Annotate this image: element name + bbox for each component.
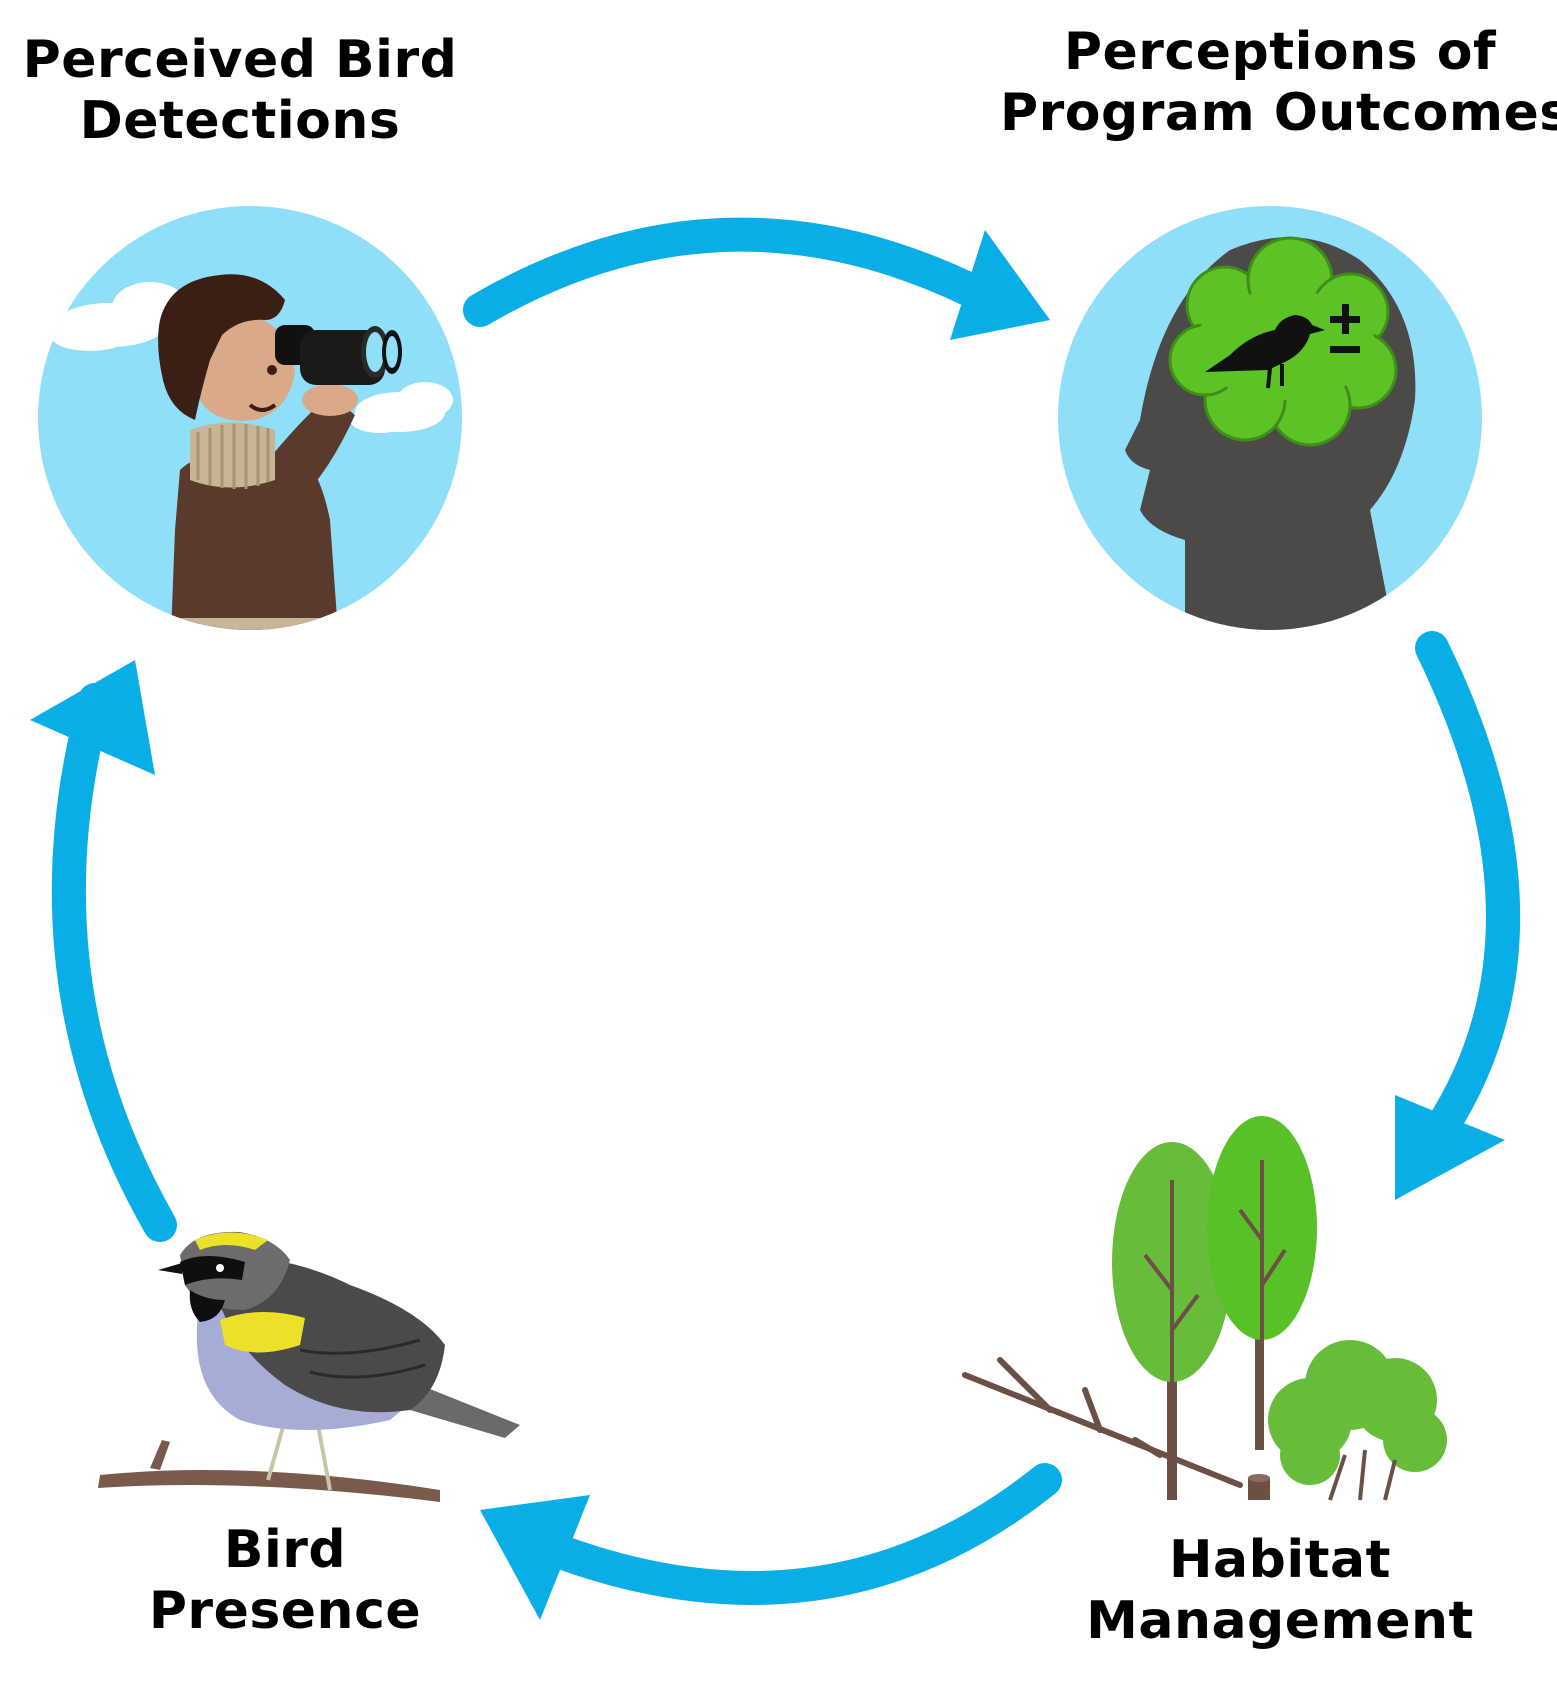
label-line: Presence bbox=[148, 1581, 422, 1642]
binoculars-person-icon bbox=[38, 206, 462, 630]
label-line: Management bbox=[1086, 1591, 1474, 1652]
warbler-bird-icon bbox=[98, 1231, 520, 1502]
head-with-bird-thought-icon bbox=[1058, 206, 1482, 630]
label-line: Perceived Bird bbox=[22, 30, 458, 90]
label-perceived-bird-detections: Perceived Bird Detections bbox=[20, 30, 460, 153]
label-line: Bird bbox=[223, 1520, 347, 1580]
label-habitat-management: Habitat Management bbox=[1060, 1530, 1500, 1653]
arrow-detections-to-perceptions bbox=[463, 217, 1050, 340]
arrow-habitat-to-presence bbox=[480, 1463, 1062, 1620]
label-line: Perceptions of bbox=[1063, 22, 1497, 82]
label-line: Habitat bbox=[1169, 1530, 1391, 1590]
arrow-presence-to-detections bbox=[30, 660, 177, 1242]
arrow-perceptions-to-habitat bbox=[1395, 631, 1520, 1200]
label-line: Program Outcomes bbox=[1000, 83, 1557, 144]
label-line: Detections bbox=[79, 91, 401, 152]
label-bird-presence: Bird Presence bbox=[115, 1520, 455, 1643]
label-perceptions-of-program-outcomes: Perceptions of Program Outcomes bbox=[1000, 22, 1557, 145]
trees-icon bbox=[962, 1116, 1447, 1501]
